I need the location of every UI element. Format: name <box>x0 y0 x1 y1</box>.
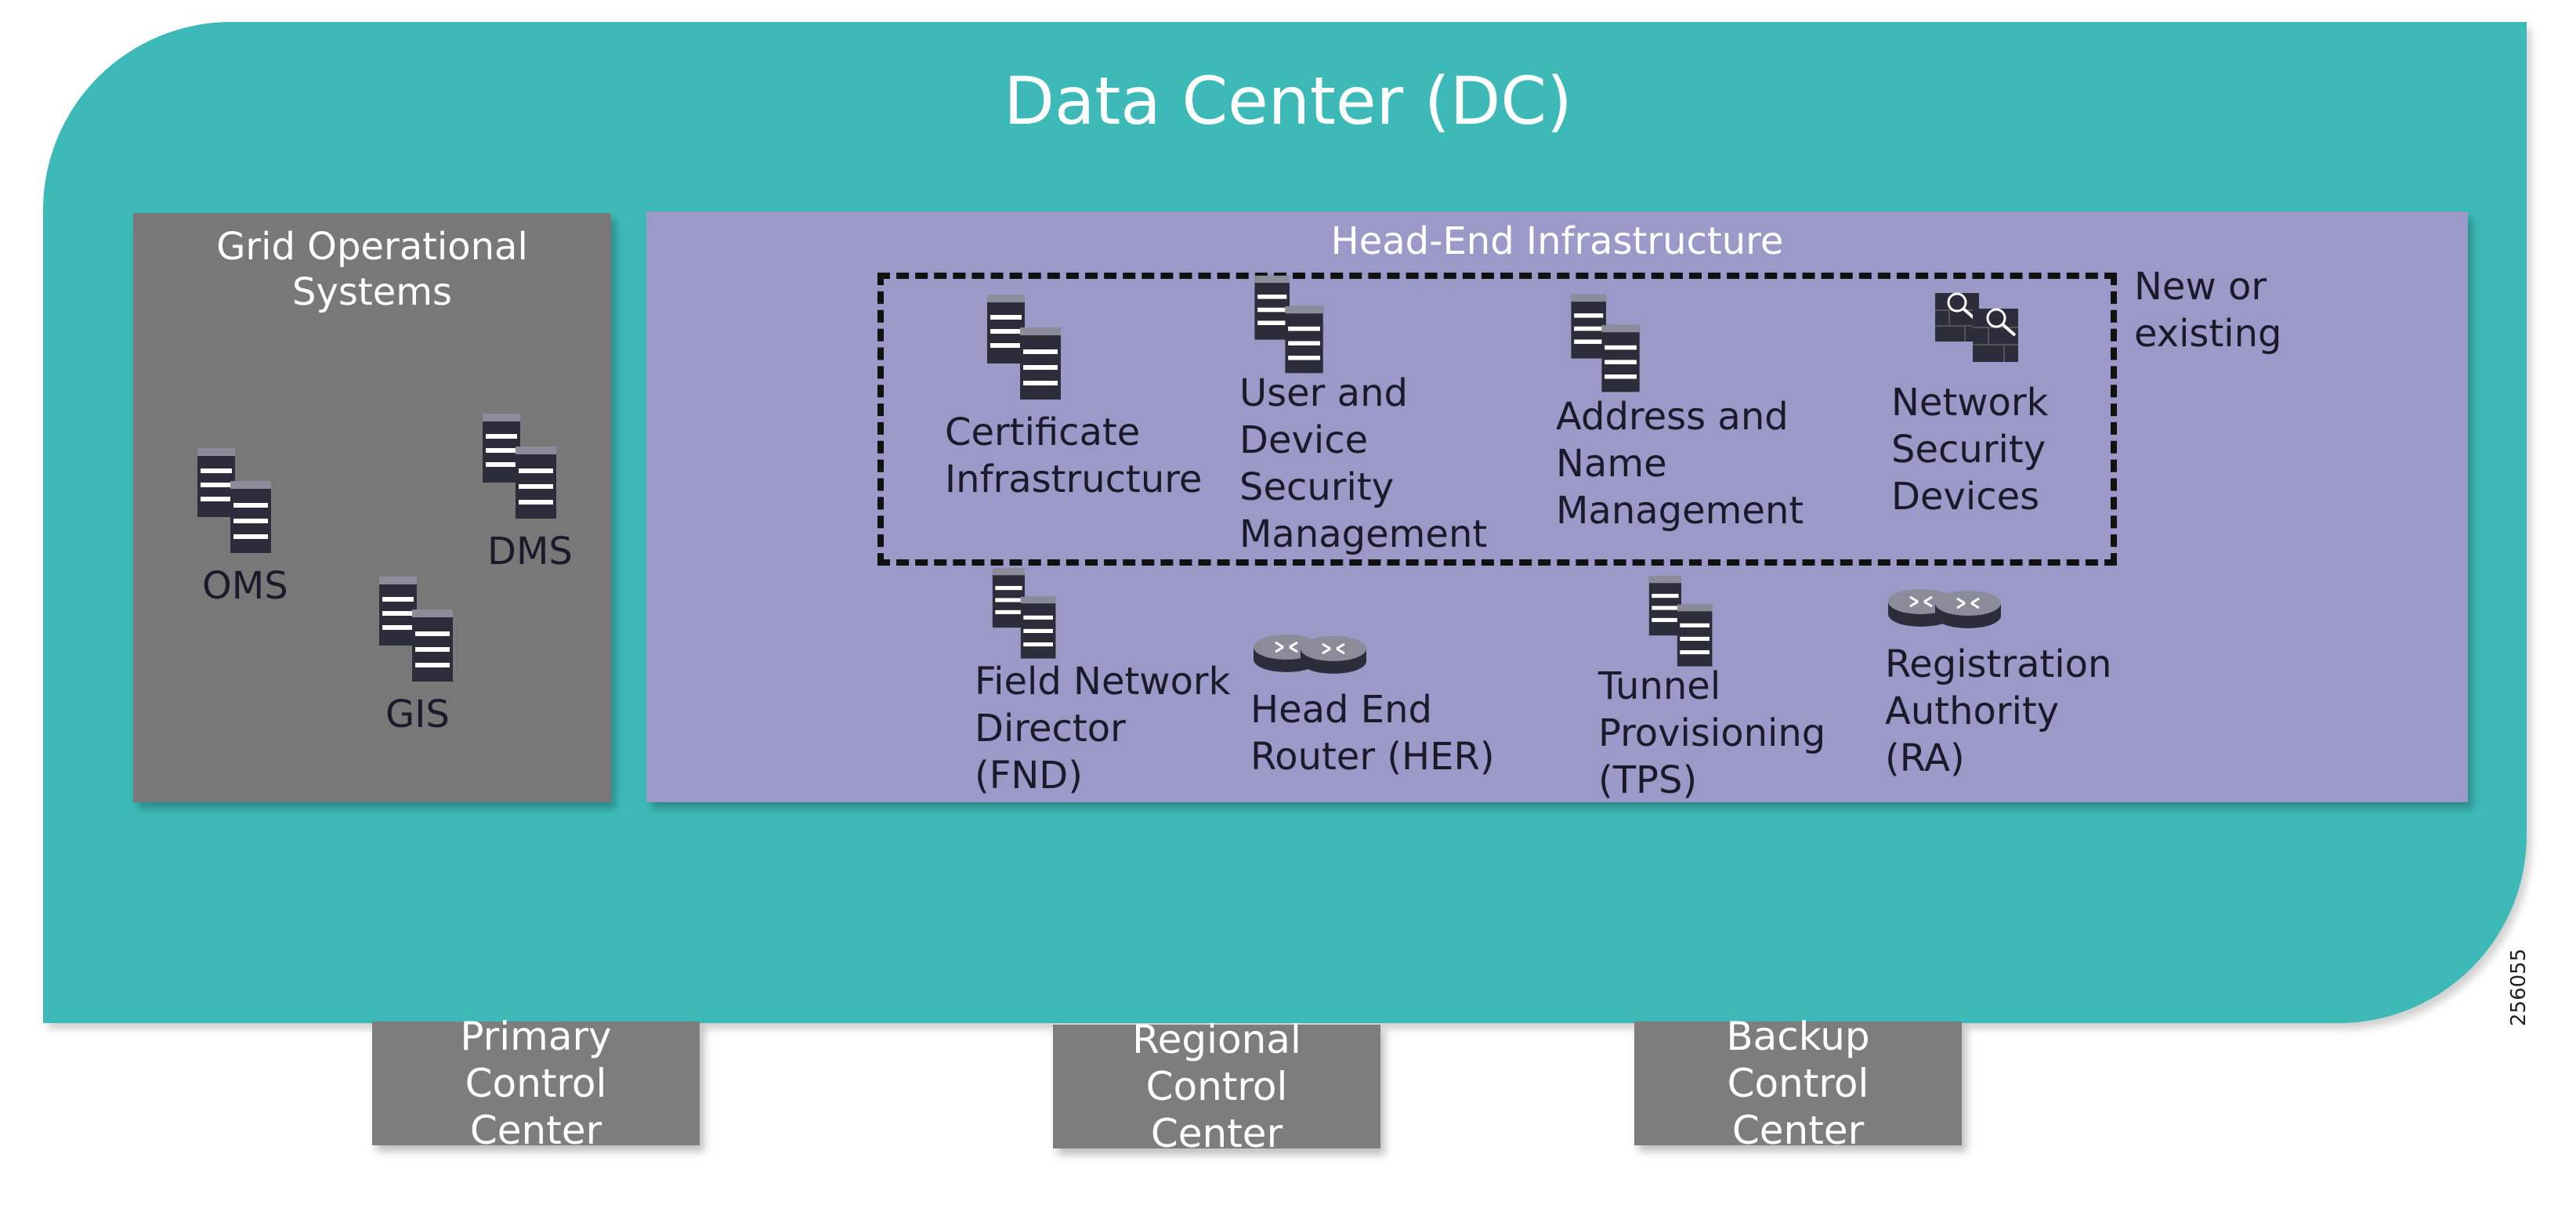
server-stack-icon <box>986 293 1064 403</box>
backup-control-center: Backup Control Center <box>1634 1014 1962 1153</box>
new-or-existing-group <box>877 273 2117 566</box>
dms-label: DMS <box>487 530 573 573</box>
oms-label: OMS <box>202 564 288 608</box>
server-stack-icon <box>986 567 1064 661</box>
figure-number: 256055 <box>2507 948 2531 1026</box>
registration-authority-label: Registration Authority (RA) <box>1885 642 2112 780</box>
data-center-title: Data Center (DC) <box>1004 63 1572 139</box>
head-end-router-label: Head End Router (HER) <box>1250 688 1495 779</box>
firewall-icon <box>1934 287 2020 365</box>
field-network-director-label: Field Network Director (FND) <box>975 660 1231 797</box>
regional-control-center: Regional Control Center <box>1053 1017 1380 1156</box>
tunnel-provisioning-label: Tunnel Provisioning (TPS) <box>1598 664 1826 802</box>
new-or-existing-annotation: New or existing <box>2134 265 2282 356</box>
router-icon <box>1887 586 2004 630</box>
primary-control-center: Primary Control Center <box>372 1014 700 1153</box>
server-stack-icon <box>1642 575 1720 669</box>
server-stack-icon <box>481 412 559 522</box>
router-icon <box>1252 631 1369 675</box>
certificate-infrastructure-label: Certificate Infrastructure <box>945 411 1203 501</box>
gis-label: GIS <box>385 693 450 736</box>
user-device-security-label: User and Device Security Management <box>1239 371 1488 556</box>
network-security-devices-label: Network Security Devices <box>1891 381 2049 519</box>
server-stack-icon <box>1567 293 1645 395</box>
address-name-management-label: Address and Name Management <box>1556 395 1804 533</box>
server-stack-icon <box>196 447 274 556</box>
server-back <box>197 448 235 517</box>
server-stack-icon <box>1250 274 1329 376</box>
grid-operational-systems-title: Grid Operational Systems <box>216 225 528 314</box>
server-front <box>230 481 271 553</box>
head-end-infrastructure-panel <box>646 212 2468 802</box>
head-end-infrastructure-title: Head-End Infrastructure <box>1330 219 1784 263</box>
server-stack-icon <box>378 575 456 685</box>
